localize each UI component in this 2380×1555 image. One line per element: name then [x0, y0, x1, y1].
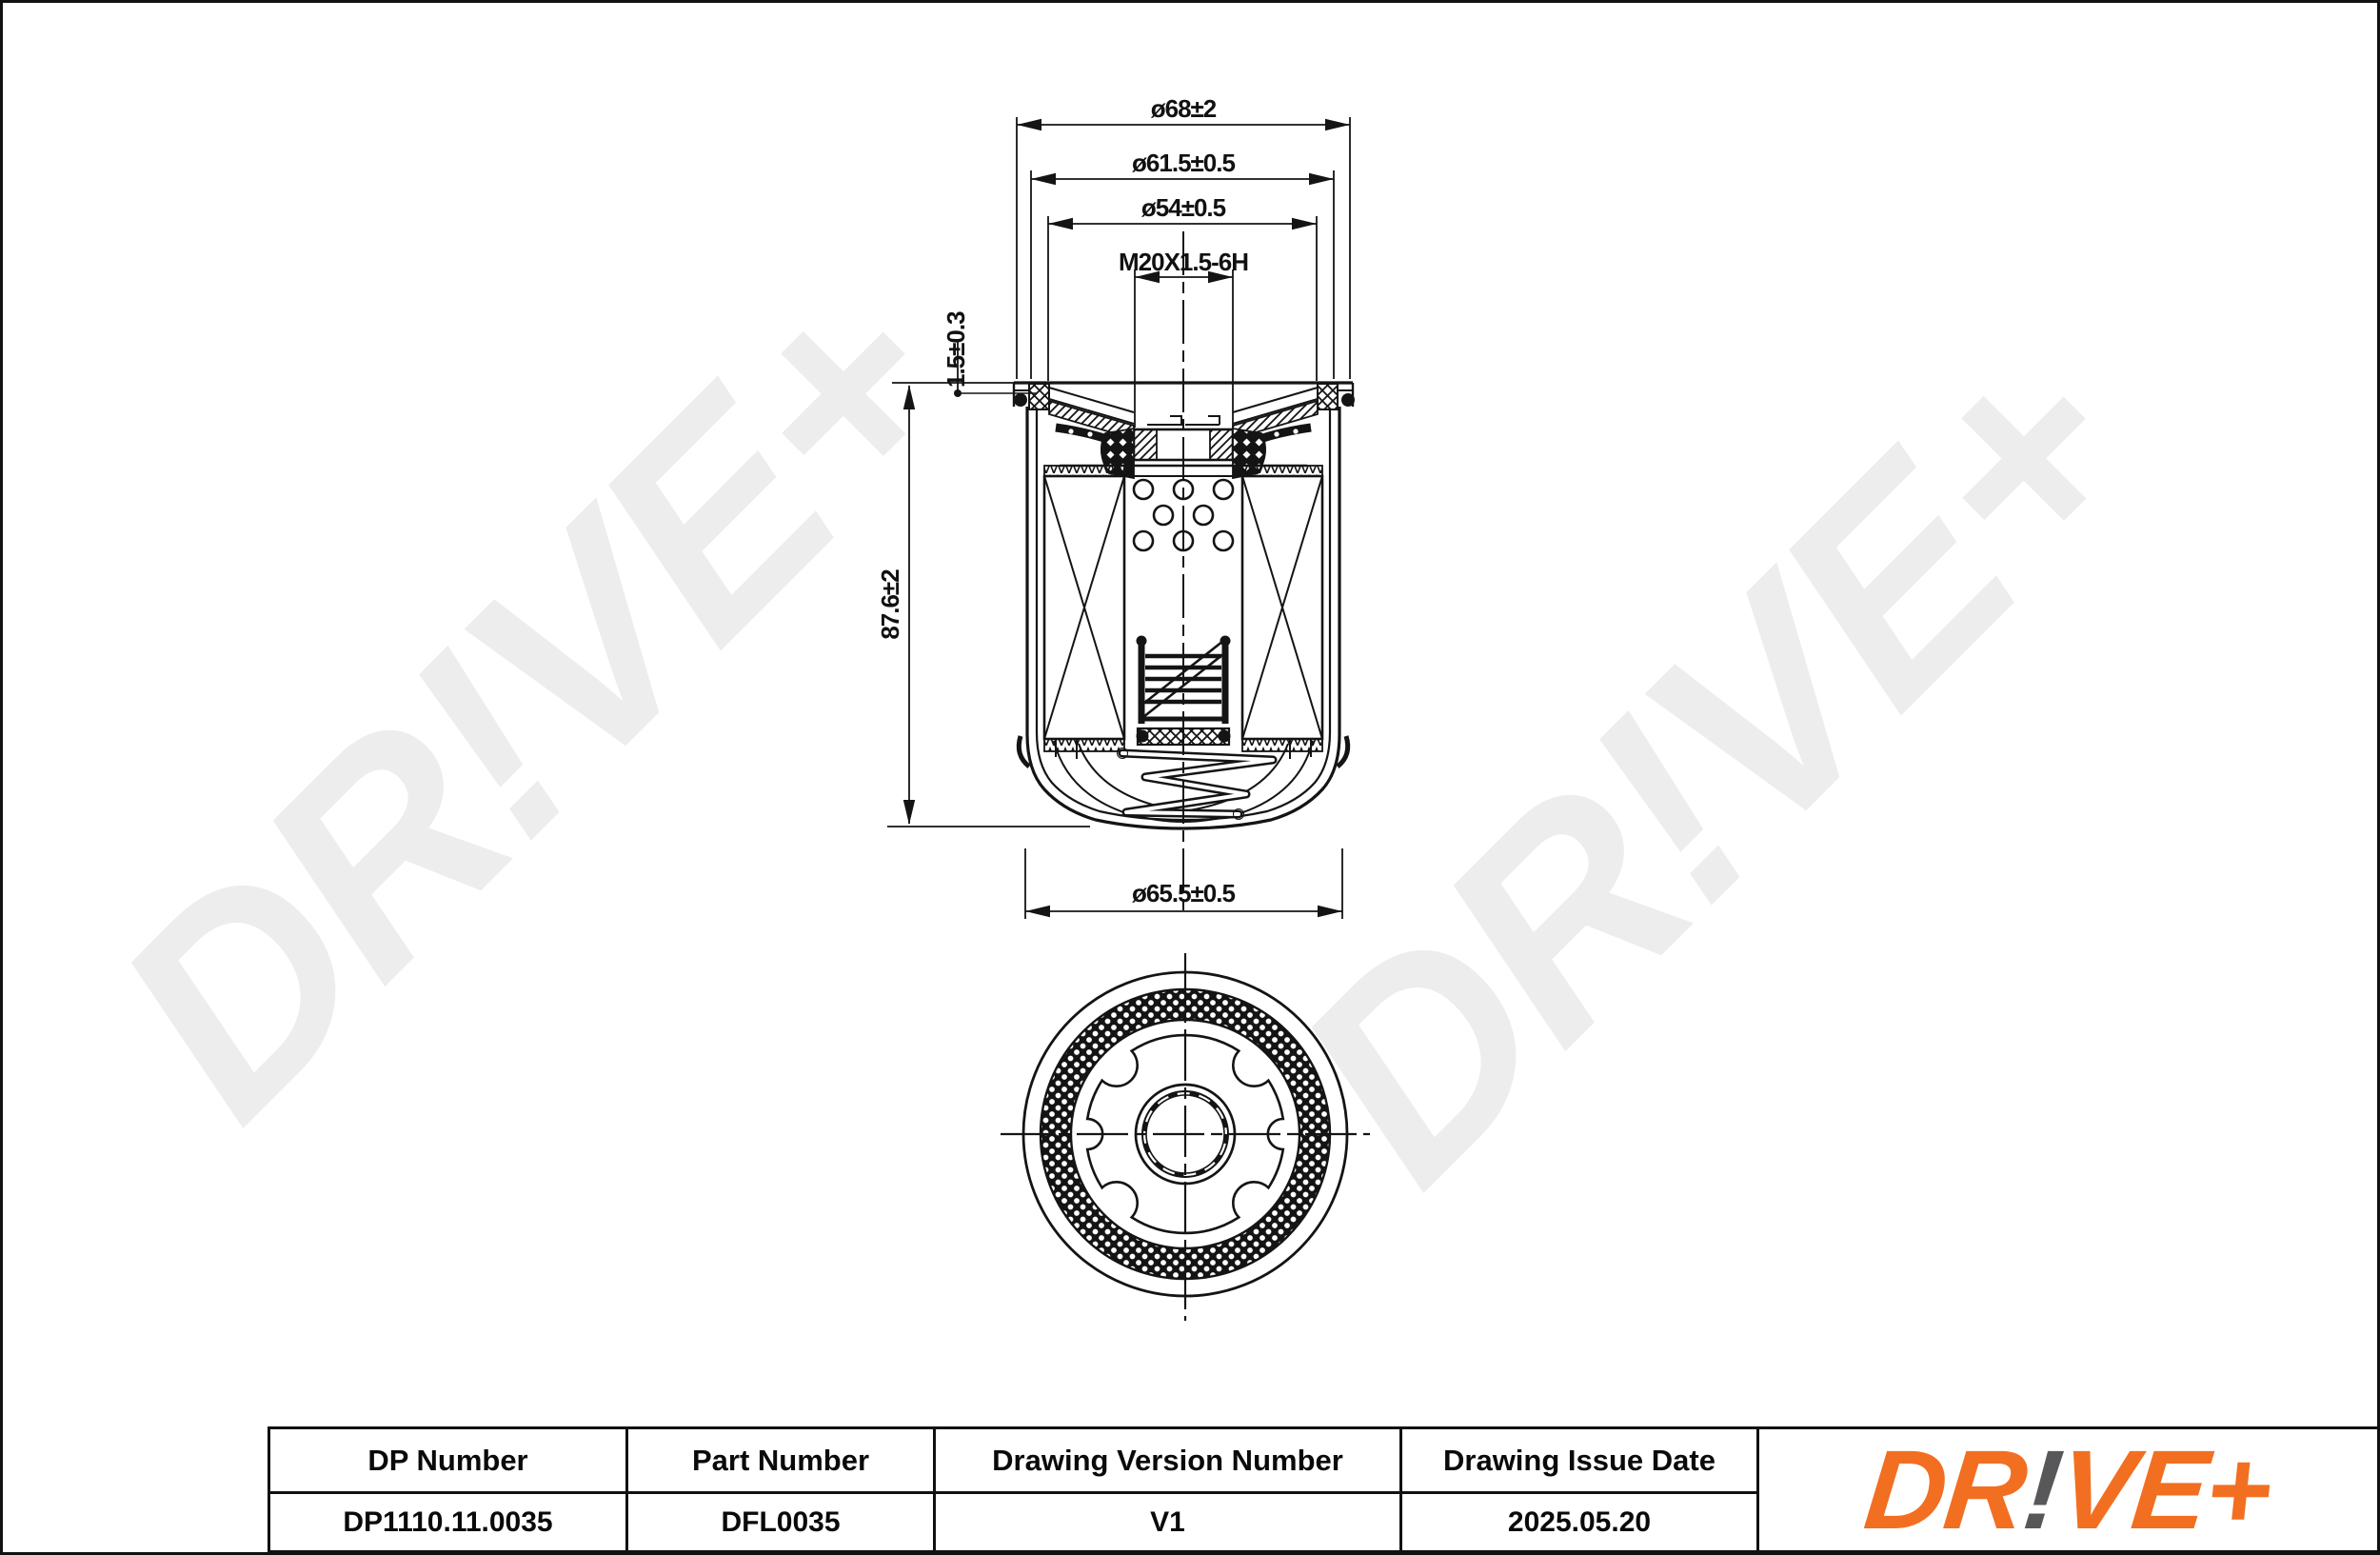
table-value-drawing-version: V1: [936, 1494, 1402, 1550]
dim-thread-spec: M20X1.5-6H: [1119, 248, 1248, 276]
title-block-table: DP Number Part Number Drawing Version Nu…: [268, 1426, 2377, 1553]
bottom-view: [1001, 953, 1370, 1321]
logo-suffix: VE+: [2053, 1426, 2277, 1553]
dim-lip-height: 1.5±0.3: [942, 311, 970, 388]
dimension-arrows: [902, 118, 1350, 918]
table-header-part-number: Part Number: [628, 1429, 936, 1494]
table-header-dp-number: DP Number: [270, 1429, 628, 1494]
baffle-holes: [1132, 478, 1235, 552]
logo-cell: DR!VE+: [1759, 1427, 2377, 1553]
dim-body-height: 87.6±2: [876, 569, 904, 640]
dim-gasket-diameter: ø54±0.5: [1141, 193, 1226, 222]
dim-seam-diameter: ø61.5±0.5: [1132, 149, 1235, 177]
technical-drawing-canvas: ø68±2 ø61.5±0.5 ø54±0.5 M20X1.5-6H 1.5±0…: [876, 94, 1370, 1321]
thread-serration: [1141, 1090, 1229, 1178]
dim-base-diameter: ø65.5±0.5: [1132, 879, 1235, 907]
oring-left: [1014, 393, 1027, 407]
dimension-labels: ø68±2 ø61.5±0.5 ø54±0.5 M20X1.5-6H 1.5±0…: [876, 94, 1249, 907]
cross-section-view: [1012, 231, 1355, 912]
table-header-issue-date: Drawing Issue Date: [1402, 1429, 1759, 1494]
table-value-dp-number: DP1110.11.0035: [270, 1494, 628, 1550]
oring-right: [1341, 393, 1355, 407]
dim-outer-diameter: ø68±2: [1151, 94, 1217, 123]
table-value-issue-date: 2025.05.20: [1402, 1494, 1759, 1550]
gasket-section-right: [1317, 383, 1339, 410]
driveplus-logo: DR!VE+: [1860, 1427, 2277, 1553]
leaf-spring: [1117, 748, 1278, 820]
logo-prefix: DR: [1859, 1426, 2032, 1553]
gasket-section-left: [1028, 383, 1050, 410]
dimension-annotations: [887, 117, 1351, 919]
table-value-part-number: DFL0035: [628, 1494, 936, 1550]
can-outline: [1025, 407, 1341, 830]
table-header-drawing-version: Drawing Version Number: [936, 1429, 1402, 1494]
